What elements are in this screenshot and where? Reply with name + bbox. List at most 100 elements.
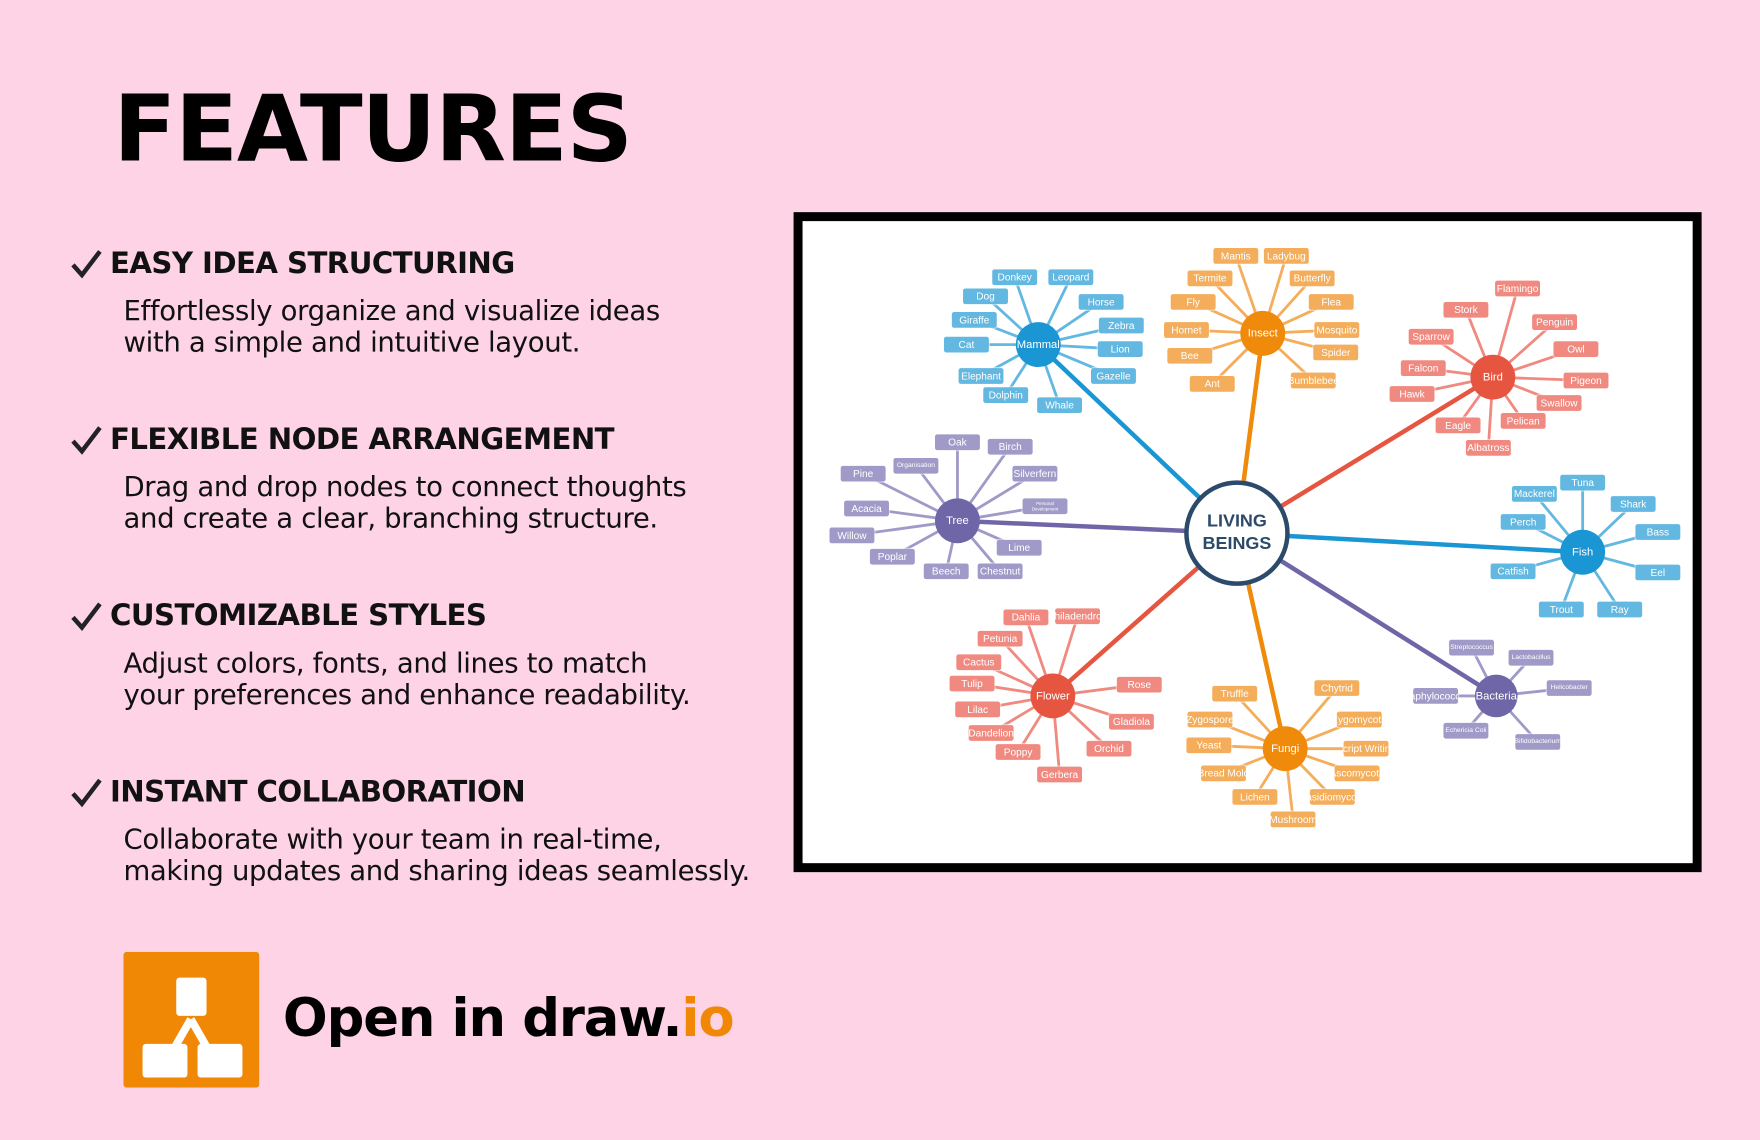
leaf-node-bee[interactable]: Bee xyxy=(1167,347,1213,364)
leaf-node-eel[interactable]: Eel xyxy=(1635,564,1681,581)
leaf-node-lime[interactable]: Lime xyxy=(996,539,1042,556)
leaf-node-helicobacter[interactable]: Helicobacter xyxy=(1546,680,1592,696)
leaf-node-pine[interactable]: Pine xyxy=(840,465,886,482)
leaf-node-eagle[interactable]: Eagle xyxy=(1435,417,1481,434)
leaf-node-falcon[interactable]: Falcon xyxy=(1400,360,1446,377)
leaf-node-flea[interactable]: Flea xyxy=(1308,294,1354,310)
leaf-node-organisation[interactable]: Organisation xyxy=(893,457,939,474)
leaf-node-gazelle[interactable]: Gazelle xyxy=(1091,368,1136,384)
leaf-node-tuna[interactable]: Tuna xyxy=(1560,474,1606,491)
leaf-node-swallow[interactable]: Swallow xyxy=(1536,395,1582,411)
leaf-node-termite[interactable]: Termite xyxy=(1187,270,1233,287)
leaf-node-horse[interactable]: Horse xyxy=(1078,294,1124,310)
leaf-node-acacia[interactable]: Acacia xyxy=(844,500,889,517)
leaf-node-poplar[interactable]: Poplar xyxy=(869,548,915,565)
leaf-node-dog[interactable]: Dog xyxy=(963,288,1008,305)
leaf-node-bass[interactable]: Bass xyxy=(1635,524,1681,540)
leaf-node-hornet[interactable]: Hornet xyxy=(1163,322,1209,338)
leaf-node-spider[interactable]: Spider xyxy=(1313,344,1359,361)
feature-heading: FLEXIBLE NODE ARRANGEMENT xyxy=(110,423,615,457)
leaf-node-perch[interactable]: Perch xyxy=(1500,514,1546,530)
leaf-node-shark[interactable]: Shark xyxy=(1610,496,1656,512)
leaf-node-echericia-coli[interactable]: Echericia Coli xyxy=(1443,722,1489,739)
leaf-node-chestnut[interactable]: Chestnut xyxy=(977,563,1023,580)
leaf-node-streptococcus[interactable]: Streptococcus xyxy=(1449,639,1494,656)
leaf-node-truffle[interactable]: Truffle xyxy=(1212,685,1258,702)
leaf-node-gerbera[interactable]: Gerbera xyxy=(1037,766,1083,783)
leaf-node-philadendron[interactable]: Philadendron xyxy=(1055,608,1101,625)
leaf-node-owl[interactable]: Owl xyxy=(1553,341,1599,357)
leaf-node-dahlia[interactable]: Dahlia xyxy=(1003,609,1049,626)
branch-node-fish[interactable]: Fish xyxy=(1560,529,1606,575)
leaf-node-zygospore[interactable]: Zygospore xyxy=(1187,711,1233,728)
leaf-node-poppy[interactable]: Poppy xyxy=(995,744,1041,760)
leaf-node-oak[interactable]: Oak xyxy=(935,434,980,451)
branch-node-fungi[interactable]: Fungi xyxy=(1262,726,1308,772)
leaf-node-pigeon[interactable]: Pigeon xyxy=(1563,372,1609,389)
leaf-node-zygomycota[interactable]: Zygomycota xyxy=(1336,711,1382,728)
leaf-node-mackerel[interactable]: Mackerel xyxy=(1511,486,1557,502)
leaf-node-penguin[interactable]: Penguin xyxy=(1532,314,1578,331)
leaf-node-mosquito[interactable]: Mosquito xyxy=(1314,322,1360,338)
leaf-node-silverfern[interactable]: Silverfern xyxy=(1012,465,1058,482)
leaf-node-chytrid[interactable]: Chytrid xyxy=(1314,680,1360,696)
leaf-node-catfish[interactable]: Catfish xyxy=(1490,563,1536,580)
leaf-node-bread-mold[interactable]: Bread Mold xyxy=(1201,765,1246,782)
leaf-node-ladybug[interactable]: Ladybug xyxy=(1263,248,1309,264)
leaf-node-birch[interactable]: Birch xyxy=(987,438,1033,455)
leaf-node-orchid[interactable]: Orchid xyxy=(1086,740,1132,757)
leaf-node-beech[interactable]: Beech xyxy=(923,563,969,580)
leaf-node-sparrow[interactable]: Sparrow xyxy=(1408,328,1454,345)
leaf-node-trout[interactable]: Trout xyxy=(1538,601,1584,618)
leaf-node-ray[interactable]: Ray xyxy=(1597,601,1643,618)
feature-description-line: and create a clear, branching structure. xyxy=(123,501,658,535)
branch-node-insect[interactable]: Insect xyxy=(1240,310,1286,356)
leaf-node-stork[interactable]: Stork xyxy=(1443,301,1489,318)
leaf-node-lion[interactable]: Lion xyxy=(1097,341,1143,357)
leaf-node-personal-development[interactable]: Personal Development xyxy=(1022,498,1068,515)
leaf-node-staphylococcus[interactable]: Staphylococcus xyxy=(1413,688,1459,704)
leaf-node-pelican[interactable]: Pelican xyxy=(1500,413,1546,429)
leaf-node-ascomycota[interactable]: Ascomycota xyxy=(1334,765,1380,782)
leaf-node-basidiomycota[interactable]: Basidiomycota xyxy=(1309,789,1355,805)
leaf-node-petunia[interactable]: Petunia xyxy=(977,630,1023,647)
leaf-node-giraffe[interactable]: Giraffe xyxy=(951,312,997,328)
leaf-node-cactus[interactable]: Cactus xyxy=(956,654,1002,671)
leaf-node-cat[interactable]: Cat xyxy=(943,336,989,353)
branch-node-bacteria[interactable]: Bacteria xyxy=(1474,674,1518,718)
leaf-node-mushroom[interactable]: Mushroom xyxy=(1270,811,1316,828)
branch-node-mammal[interactable]: Mammal xyxy=(1015,322,1061,368)
leaf-node-flamingo[interactable]: Flamingo xyxy=(1495,280,1541,297)
leaf-node-albatross[interactable]: Albatross xyxy=(1465,440,1511,456)
leaf-node-willow[interactable]: Willow xyxy=(829,527,875,544)
leaf-node-lactobacillus[interactable]: Lactobacillus xyxy=(1508,649,1554,666)
branch-node-flower[interactable]: Flower xyxy=(1030,673,1076,719)
leaf-node-donkey[interactable]: Donkey xyxy=(992,269,1038,286)
branch-node-bird[interactable]: Bird xyxy=(1470,354,1516,400)
leaf-node-hawk[interactable]: Hawk xyxy=(1389,386,1435,402)
leaf-node-butterfly[interactable]: Butterfly xyxy=(1289,270,1335,287)
leaf-node-script-writing[interactable]: Script Writing xyxy=(1343,740,1389,757)
leaf-node-bumblebee[interactable]: Bumblebee xyxy=(1290,372,1336,389)
leaf-node-leopard[interactable]: Leopard xyxy=(1048,269,1094,286)
leaf-node-mantis[interactable]: Mantis xyxy=(1213,248,1259,264)
branch-node-tree[interactable]: Tree xyxy=(935,498,980,544)
leaf-node-lilac[interactable]: Lilac xyxy=(955,701,1001,718)
leaf-node-tulip[interactable]: Tulip xyxy=(949,675,995,692)
leaf-node-yeast[interactable]: Yeast xyxy=(1186,737,1232,754)
open-in-drawio-link[interactable]: Open in draw.io xyxy=(283,988,735,1050)
leaf-node-ant[interactable]: Ant xyxy=(1189,376,1235,392)
drawio-logo-icon[interactable] xyxy=(123,951,260,1088)
leaf-node-gladiola[interactable]: Gladiola xyxy=(1108,713,1154,730)
leaf-node-elephant[interactable]: Elephant xyxy=(958,368,1004,384)
leaf-node-dandelion[interactable]: Dandelion xyxy=(968,725,1014,741)
leaf-node-zebra[interactable]: Zebra xyxy=(1098,317,1144,334)
leaf-node-bifidobacterium[interactable]: Bifidobacterium xyxy=(1515,734,1561,750)
leaf-node-whale[interactable]: Whale xyxy=(1037,397,1083,414)
leaf-node-fly[interactable]: Fly xyxy=(1170,294,1216,310)
leaf-node-rose[interactable]: Rose xyxy=(1116,676,1162,693)
leaf-node-lichen[interactable]: Lichen xyxy=(1232,789,1278,805)
leaf-node-dolphin[interactable]: Dolphin xyxy=(983,387,1029,403)
